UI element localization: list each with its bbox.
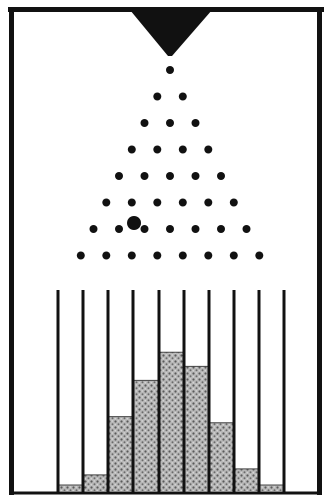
bin-sand-fill — [135, 380, 158, 491]
peg-triangle — [77, 66, 263, 260]
bin-divider — [258, 290, 261, 493]
peg — [192, 119, 200, 127]
peg — [166, 172, 174, 180]
bin-divider — [132, 290, 135, 493]
bin-divider — [82, 290, 85, 493]
peg — [204, 199, 212, 207]
peg — [128, 199, 136, 207]
peg — [217, 225, 225, 233]
peg — [102, 199, 110, 207]
peg — [128, 146, 136, 154]
bin-divider — [183, 290, 186, 493]
peg — [153, 252, 161, 260]
bin-sand-fill — [85, 475, 107, 491]
peg — [179, 252, 187, 260]
peg — [204, 146, 212, 154]
bin-sand-fill — [261, 485, 283, 491]
peg — [153, 199, 161, 207]
peg — [141, 119, 149, 127]
peg — [166, 225, 174, 233]
bin-sand-fill — [211, 423, 233, 491]
peg — [153, 93, 161, 101]
frame-right-wall — [317, 7, 322, 495]
peg — [77, 252, 85, 260]
peg — [141, 172, 149, 180]
bin-fills — [60, 352, 283, 491]
bin-divider — [158, 290, 161, 493]
bin-sand-fill — [236, 469, 258, 491]
peg — [166, 66, 174, 74]
falling-ball — [127, 216, 141, 230]
bin-divider — [208, 290, 211, 493]
bin-divider — [233, 290, 236, 493]
bin-sand-fill — [60, 485, 82, 491]
peg — [255, 252, 263, 260]
frame-left-wall — [9, 7, 14, 495]
bin-sand-fill — [161, 352, 183, 491]
peg — [141, 225, 149, 233]
peg — [217, 172, 225, 180]
peg — [128, 252, 136, 260]
bin-divider — [283, 290, 286, 493]
peg — [115, 225, 123, 233]
peg — [179, 199, 187, 207]
peg — [243, 225, 251, 233]
bin-sand-fill — [186, 366, 208, 491]
peg — [230, 199, 238, 207]
peg — [90, 225, 98, 233]
peg — [192, 172, 200, 180]
peg — [192, 225, 200, 233]
bin-divider — [57, 290, 60, 493]
peg — [166, 119, 174, 127]
peg — [102, 252, 110, 260]
peg — [115, 172, 123, 180]
peg — [204, 252, 212, 260]
funnel-hopper — [130, 10, 212, 56]
peg — [230, 252, 238, 260]
peg — [179, 146, 187, 154]
peg — [153, 146, 161, 154]
peg — [179, 93, 187, 101]
bin-sand-fill — [110, 417, 132, 491]
bin-divider — [107, 290, 110, 493]
